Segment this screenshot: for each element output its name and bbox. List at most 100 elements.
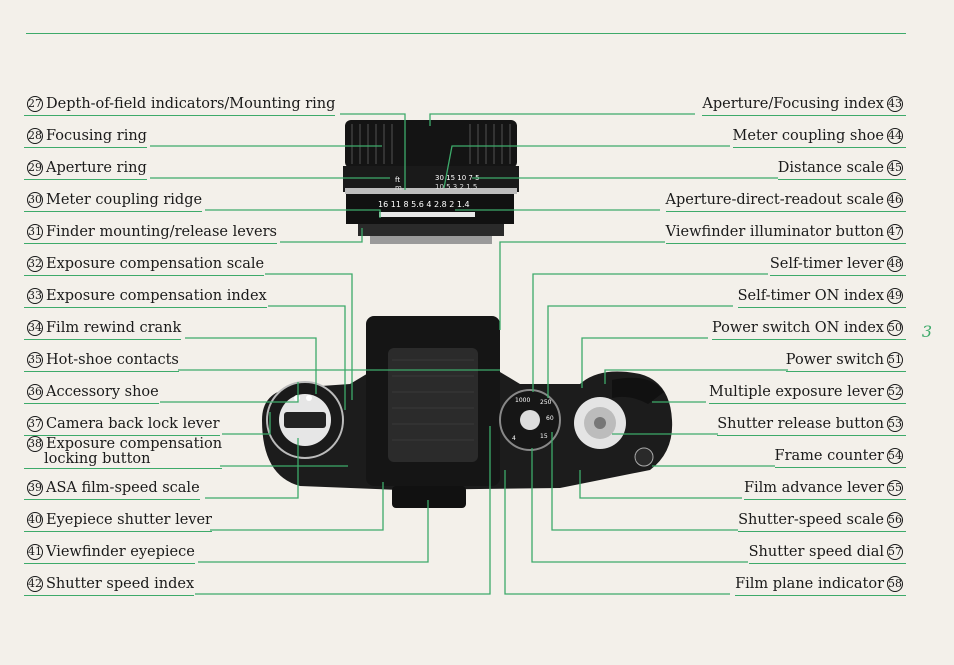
- callout-number: 38: [27, 436, 43, 452]
- label-text: Shutter release button: [717, 416, 884, 432]
- lens-aperture-scale: 16 11 8 5.6 4 2.8 2 1.4: [378, 200, 470, 209]
- callout-number: 54: [887, 448, 903, 464]
- label-text: Focusing ring: [46, 128, 147, 144]
- callout-number: 35: [27, 352, 43, 368]
- svg-text:1000: 1000: [515, 397, 530, 404]
- label-text: Aperture ring: [46, 160, 147, 176]
- callout-number: 57: [887, 544, 903, 560]
- lens-distance-scale: 30 15 10 7 5: [435, 174, 480, 182]
- lens-unit-ft: ft: [395, 176, 400, 184]
- label-text: Shutter-speed scale: [738, 512, 884, 528]
- lens-unit-m: m: [395, 184, 402, 192]
- label-text: Meter coupling shoe: [732, 128, 884, 144]
- label-text: Multiple exposure lever: [709, 384, 884, 400]
- callout-number: 37: [27, 416, 43, 432]
- callout-number: 49: [887, 288, 903, 304]
- label-text: Camera back lock lever: [46, 416, 220, 432]
- label-text: Exposure compensation: [46, 436, 223, 452]
- label-text-line2: locking button: [44, 451, 151, 467]
- svg-text:4: 4: [512, 435, 516, 442]
- callout-number: 32: [27, 256, 43, 272]
- label-text: Finder mounting/release levers: [46, 224, 277, 240]
- label-text: Viewfinder illuminator button: [665, 224, 884, 240]
- label-text: Film rewind crank: [46, 320, 182, 336]
- label-text: Meter coupling ridge: [46, 192, 203, 208]
- label-text: Exposure compensation index: [46, 288, 267, 304]
- label-text: Film plane indicator: [735, 576, 884, 592]
- callout-number: 41: [27, 544, 43, 560]
- callout-number: 36: [27, 384, 43, 400]
- svg-text:250: 250: [540, 399, 552, 406]
- label-text: Aperture-direct-readout scale: [665, 192, 885, 208]
- callout-number: 28: [27, 128, 43, 144]
- callout-number: 58: [887, 576, 903, 592]
- label-text: Eyepiece shutter lever: [46, 512, 212, 528]
- callout-number: 31: [27, 224, 43, 240]
- callout-number: 51: [887, 352, 903, 368]
- label-text: Accessory shoe: [46, 384, 159, 400]
- label-text: Distance scale: [777, 160, 884, 176]
- label-text: Aperture/Focusing index: [702, 96, 884, 112]
- callout-number: 55: [887, 480, 903, 496]
- label-text: Self-timer lever: [769, 256, 884, 272]
- callout-number: 27: [27, 96, 43, 112]
- label-text: Viewfinder eyepiece: [46, 544, 195, 560]
- callout-number: 44: [887, 128, 903, 144]
- leader-lines: [150, 113, 788, 595]
- label-text: Shutter speed index: [46, 576, 195, 592]
- camera-body-illustration: 1000 250 60 15 4: [262, 316, 673, 508]
- callout-number: 40: [27, 512, 43, 528]
- callout-number: 46: [887, 192, 903, 208]
- label-text: Frame counter: [774, 448, 884, 464]
- callout-number: 43: [887, 96, 903, 112]
- label-text: ASA film-speed scale: [46, 480, 200, 496]
- lens-distance-feet: 10 5 3 2 1.5: [435, 183, 477, 191]
- label-text: Power switch: [785, 352, 884, 368]
- callout-number: 42: [27, 576, 43, 592]
- label-text: Self-timer ON index: [737, 288, 884, 304]
- label-text: Shutter speed dial: [748, 544, 884, 560]
- callout-number: 50: [887, 320, 903, 336]
- callout-number: 29: [27, 160, 43, 176]
- label-text: Exposure compensation scale: [46, 256, 265, 272]
- label-text: Hot-shoe contacts: [46, 352, 179, 368]
- svg-text:15: 15: [540, 433, 548, 440]
- callout-number: 39: [27, 480, 43, 496]
- svg-text:60: 60: [546, 415, 554, 422]
- callout-number: 48: [887, 256, 903, 272]
- callout-number: 30: [27, 192, 43, 208]
- callout-number: 56: [887, 512, 903, 528]
- page-number: 3: [921, 322, 932, 341]
